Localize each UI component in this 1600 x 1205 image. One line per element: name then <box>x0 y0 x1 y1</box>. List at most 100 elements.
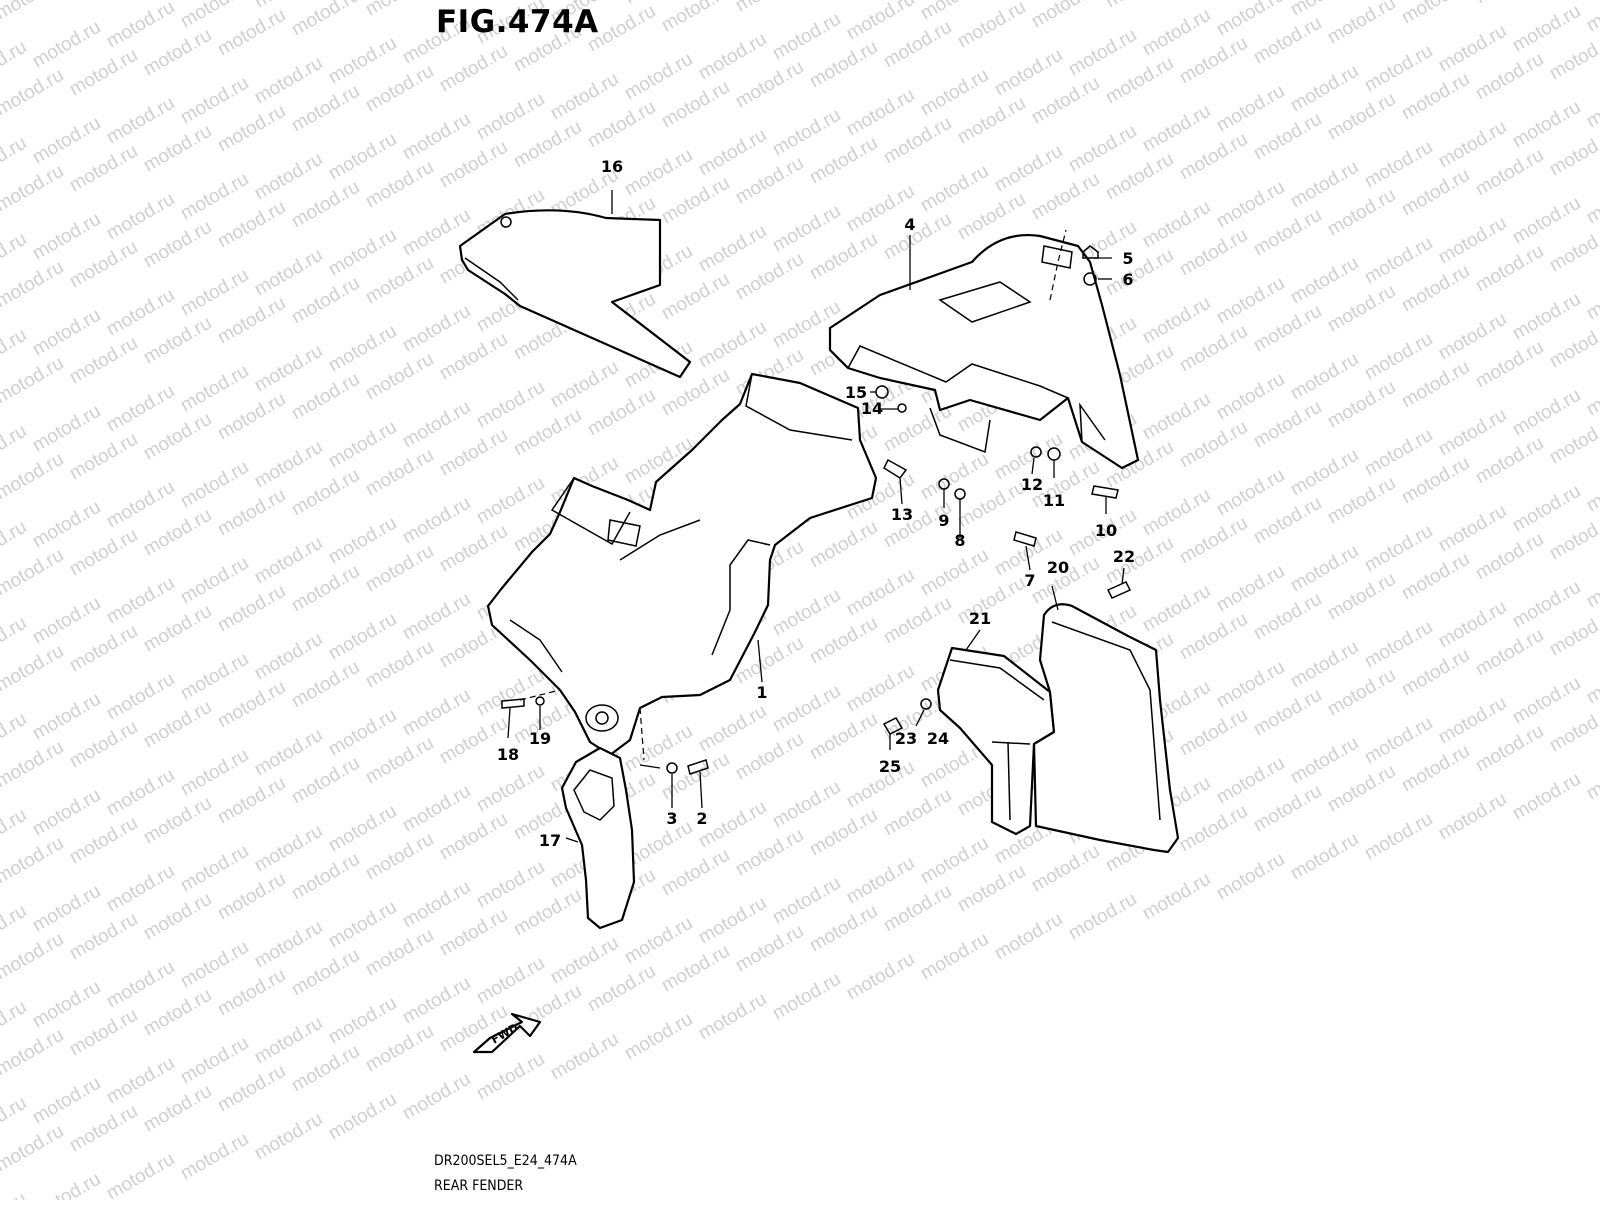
watermark-text: motod.ru <box>1472 721 1547 777</box>
watermark-text: motod.ru <box>66 621 141 677</box>
watermark-text: motod.ru <box>658 77 733 133</box>
watermark-text: motod.ru <box>1472 337 1547 393</box>
watermark-text: motod.ru <box>1176 225 1251 281</box>
watermark-text: motod.ru <box>880 785 955 841</box>
watermark-text: motod.ru <box>843 85 918 141</box>
watermark-text: motod.ru <box>695 29 770 85</box>
watermark-text: motod.ru <box>991 45 1066 101</box>
watermark-text: motod.ru <box>1250 685 1325 741</box>
watermark-text: motod.ru <box>621 49 696 105</box>
watermark-text: motod.ru <box>1361 617 1436 673</box>
callout-20: 20 <box>1047 558 1069 577</box>
watermark-text: motod.ru <box>362 829 437 885</box>
watermark-text: motod.ru <box>1472 49 1547 105</box>
watermark-text: motod.ru <box>1324 569 1399 625</box>
watermark-text: motod.ru <box>288 1041 363 1097</box>
watermark-text: motod.ru <box>140 217 215 273</box>
callout-12: 12 <box>1021 475 1043 494</box>
watermark-text: motod.ru <box>1583 365 1600 421</box>
watermark-text: motod.ru <box>1250 109 1325 165</box>
callout-21: 21 <box>969 609 991 628</box>
watermark-text: motod.ru <box>769 969 844 1025</box>
watermark-text: motod.ru <box>140 121 215 177</box>
watermark-text: motod.ru <box>29 977 104 1033</box>
watermark-text: motod.ru <box>103 573 178 629</box>
watermark-text: motod.ru <box>1287 445 1362 501</box>
watermark-text: motod.ru <box>1472 241 1547 297</box>
watermark-text: motod.ru <box>1213 465 1288 521</box>
callout-16: 16 <box>601 157 623 176</box>
watermark-text: motod.ru <box>843 949 918 1005</box>
watermark-text: motod.ru <box>103 957 178 1013</box>
watermark-text: motod.ru <box>1509 193 1584 249</box>
watermark-text: motod.ru <box>1361 809 1436 865</box>
watermark-text: motod.ru <box>880 209 955 265</box>
watermark-text: motod.ru <box>214 197 289 253</box>
watermark-text: motod.ru <box>251 245 326 301</box>
watermark-text: motod.ru <box>362 1021 437 1077</box>
watermark-text: motod.ru <box>510 117 585 173</box>
watermark-text: motod.ru <box>621 145 696 201</box>
watermark-text: motod.ru <box>658 269 733 325</box>
watermark-text: motod.ru <box>695 125 770 181</box>
watermark-text: motod.ru <box>658 173 733 229</box>
watermark-text: motod.ru <box>658 941 733 997</box>
watermark-text: motod.ru <box>103 861 178 917</box>
watermark-text: motod.ru <box>362 253 437 309</box>
callout-13: 13 <box>891 505 913 524</box>
watermark-text: motod.ru <box>473 761 548 817</box>
watermark-text: motod.ru <box>399 877 474 933</box>
watermark-text: motod.ru <box>103 93 178 149</box>
watermark-text: motod.ru <box>325 1089 400 1145</box>
watermark-text: motod.ru <box>140 25 215 81</box>
watermark-text: motod.ru <box>1398 741 1473 797</box>
watermark-text: motod.ru <box>1324 281 1399 337</box>
watermark-text: motod.ru <box>0 545 67 601</box>
callout-9: 9 <box>938 511 949 530</box>
watermark-text: motod.ru <box>214 869 289 925</box>
watermark-text: motod.ru <box>1361 233 1436 289</box>
callout-11: 11 <box>1043 491 1065 510</box>
watermark-text: motod.ru <box>1361 137 1436 193</box>
watermark-text: motod.ru <box>66 1101 141 1157</box>
callout-5: 5 <box>1122 249 1133 268</box>
watermark-text: motod.ru <box>362 0 437 20</box>
watermark-text: motod.ru <box>1213 561 1288 617</box>
watermark-text: motod.ru <box>214 293 289 349</box>
watermark-text: motod.ru <box>177 649 252 705</box>
watermark-text: motod.ru <box>1361 41 1436 97</box>
watermark-text: motod.ru <box>399 301 474 357</box>
watermark-text: motod.ru <box>1361 329 1436 385</box>
watermark-text: motod.ru <box>66 717 141 773</box>
watermark-text: motod.ru <box>1324 473 1399 529</box>
watermark-text: motod.ru <box>510 885 585 941</box>
watermark-text: motod.ru <box>251 341 326 397</box>
watermark-text: motod.ru <box>214 677 289 733</box>
watermark-text: motod.ru <box>806 229 881 285</box>
watermark-text: motod.ru <box>1435 789 1510 845</box>
watermark-text: motod.ru <box>1546 125 1600 181</box>
watermark-text: motod.ru <box>140 793 215 849</box>
watermark-text: motod.ru <box>436 809 511 865</box>
watermark-text: motod.ru <box>954 0 1029 52</box>
watermark-text: motod.ru <box>473 953 548 1009</box>
watermark-text: motod.ru <box>917 833 992 889</box>
watermark-text: motod.ru <box>399 1069 474 1125</box>
watermark-text: motod.ru <box>1509 1 1584 57</box>
watermark-text: motod.ru <box>66 237 141 293</box>
watermark-text: motod.ru <box>140 1081 215 1137</box>
watermark-text: motod.ru <box>66 429 141 485</box>
watermark-text: motod.ru <box>29 209 104 265</box>
watermark-text: motod.ru <box>362 925 437 981</box>
watermark-text: motod.ru <box>1176 33 1251 89</box>
watermark-text: motod.ru <box>177 1033 252 1089</box>
watermark-text: motod.ru <box>1361 521 1436 577</box>
watermark-text: motod.ru <box>658 0 733 36</box>
watermark-text: motod.ru <box>0 641 67 697</box>
watermark-text: motod.ru <box>0 65 67 121</box>
watermark-text: motod.ru <box>325 129 400 185</box>
watermark-text: motod.ru <box>288 753 363 809</box>
watermark-text: motod.ru <box>1213 273 1288 329</box>
watermark-text: motod.ru <box>1176 129 1251 185</box>
watermark-text: motod.ru <box>140 697 215 753</box>
